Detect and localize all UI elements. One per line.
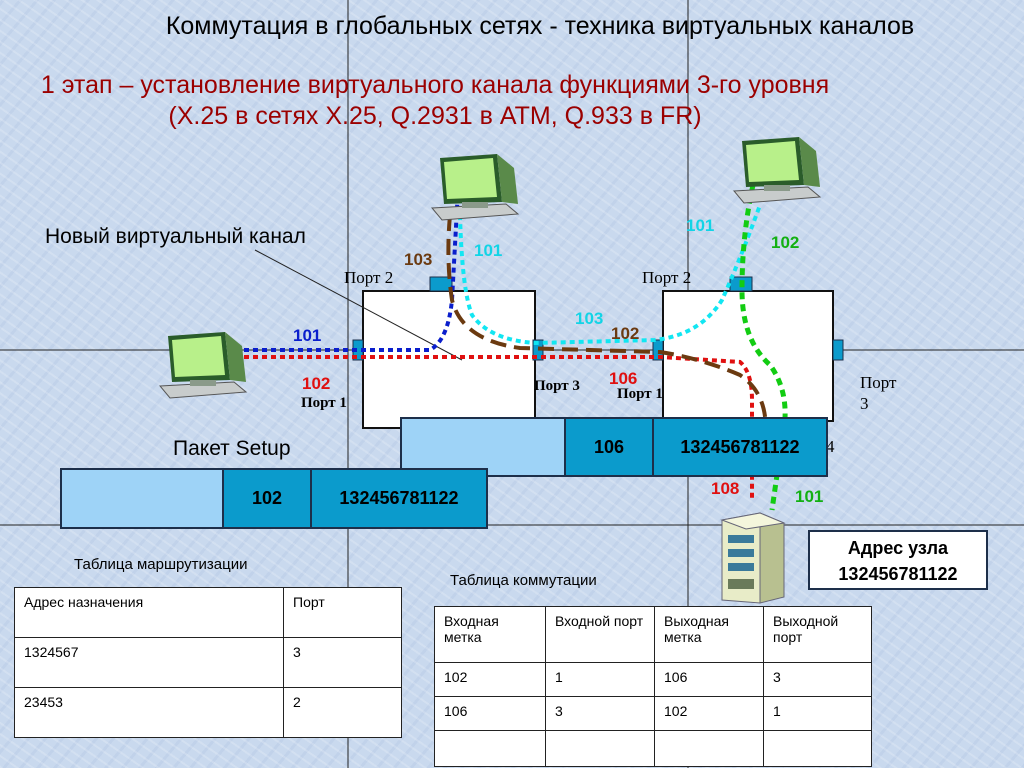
routing-cell: 3 <box>283 637 402 688</box>
label-right-101: 101 <box>686 216 715 235</box>
path-brown <box>446 214 768 441</box>
switching-cell: 3 <box>545 696 655 731</box>
sw2-port1-label: Порт 1 <box>617 386 663 402</box>
switching-cell: 106 <box>434 696 546 731</box>
label-mid-103: 103 <box>575 309 604 328</box>
path-cyan <box>458 204 762 346</box>
switching-cell <box>654 730 764 767</box>
label-top-103: 103 <box>404 250 433 269</box>
packet-1-empty-cell <box>62 470 224 527</box>
switching-header-out-label: Выходная метка <box>654 606 764 663</box>
label-left-102: 102 <box>302 374 331 393</box>
packet-1-address: 132456781122 <box>339 488 459 508</box>
table-row: 23453 2 <box>14 687 402 738</box>
sw1-port1-label: Порт 1 <box>301 395 347 411</box>
switching-cell: 102 <box>654 696 764 731</box>
hidden-port-digit: 4 <box>826 437 835 456</box>
computer-icon <box>732 137 822 204</box>
label-bottom-101: 101 <box>795 487 824 506</box>
switch-1 <box>362 290 536 429</box>
switching-cell: 102 <box>434 662 546 697</box>
label-left-101: 101 <box>293 326 322 345</box>
table-row: Адрес назначения Порт <box>14 587 402 638</box>
node-address-title: Адрес узла <box>847 538 949 558</box>
switching-table-caption: Таблица коммутации <box>450 572 597 589</box>
node-address-box: Адрес узла 132456781122 <box>808 530 988 590</box>
switching-cell: 106 <box>654 662 764 697</box>
routing-header-dest: Адрес назначения <box>14 587 284 638</box>
switching-header-in-port: Входной порт <box>545 606 655 663</box>
label-top-101: 101 <box>474 241 503 260</box>
page-title: Коммутация в глобальных сетях - техника … <box>165 12 915 40</box>
packet-setup-1: 102 132456781122 <box>60 468 488 529</box>
new-channel-pointer <box>254 249 463 361</box>
sw2-port3-label: Порт 3 <box>860 373 897 413</box>
switching-cell <box>763 730 872 767</box>
switching-header-out-port: Выходной порт <box>763 606 872 663</box>
server-icon <box>720 512 786 604</box>
label-bottom-108: 108 <box>711 479 740 498</box>
table-row <box>434 730 872 767</box>
table-row: 106 3 102 1 <box>434 696 872 731</box>
sw2-port2-label: Порт 2 <box>642 268 692 287</box>
packet-2-empty-cell <box>402 419 566 475</box>
label-right-102: 102 <box>771 233 800 252</box>
switching-cell: 1 <box>545 662 655 697</box>
label-mid-102: 102 <box>611 324 640 343</box>
packet-2-label: 106 <box>566 419 654 475</box>
computer-icon <box>158 332 248 399</box>
label-mid-106: 106 <box>609 369 638 388</box>
switching-cell: 3 <box>763 662 872 697</box>
setup-packet-label: Пакет Setup <box>173 437 291 460</box>
switching-cell: 1 <box>763 696 872 731</box>
packet-2-address: 132456781122 <box>680 436 800 457</box>
path-blue <box>235 189 460 352</box>
routing-table-caption: Таблица маршрутизации <box>74 556 248 573</box>
switching-table: Входная метка Входной порт Выходная метк… <box>434 606 872 767</box>
computer-icon <box>430 154 520 221</box>
sw1-port2-label: Порт 2 <box>344 268 394 287</box>
packet-1-label: 102 <box>224 470 312 527</box>
switching-cell <box>434 730 546 767</box>
routing-cell: 2 <box>283 687 402 738</box>
node-address-value: 132456781122 <box>838 564 958 584</box>
routing-cell: 1324567 <box>14 637 284 688</box>
path-red <box>235 355 754 500</box>
sw1-port3-label: Порт 3 <box>534 378 580 394</box>
routing-header-port: Порт <box>283 587 402 638</box>
packet-setup-2: 106 132456781122 <box>400 417 828 477</box>
routing-table: Адрес назначения Порт 1324567 3 23453 2 <box>14 587 402 738</box>
routing-cell: 23453 <box>14 687 284 738</box>
path-green <box>739 184 788 511</box>
sw1-port2-square <box>429 276 453 292</box>
table-row: Входная метка Входной порт Выходная метк… <box>434 606 872 663</box>
page-subtitle: 1 этап – установление виртуального канал… <box>40 71 830 130</box>
new-channel-label: Новый виртуальный канал <box>45 225 306 248</box>
table-row: 1324567 3 <box>14 637 402 688</box>
switching-header-in-label: Входная метка <box>434 606 546 663</box>
table-row: 102 1 106 3 <box>434 662 872 697</box>
sw2-port1-square <box>652 339 664 361</box>
switching-cell <box>545 730 655 767</box>
sw2-port3-square <box>832 339 844 361</box>
